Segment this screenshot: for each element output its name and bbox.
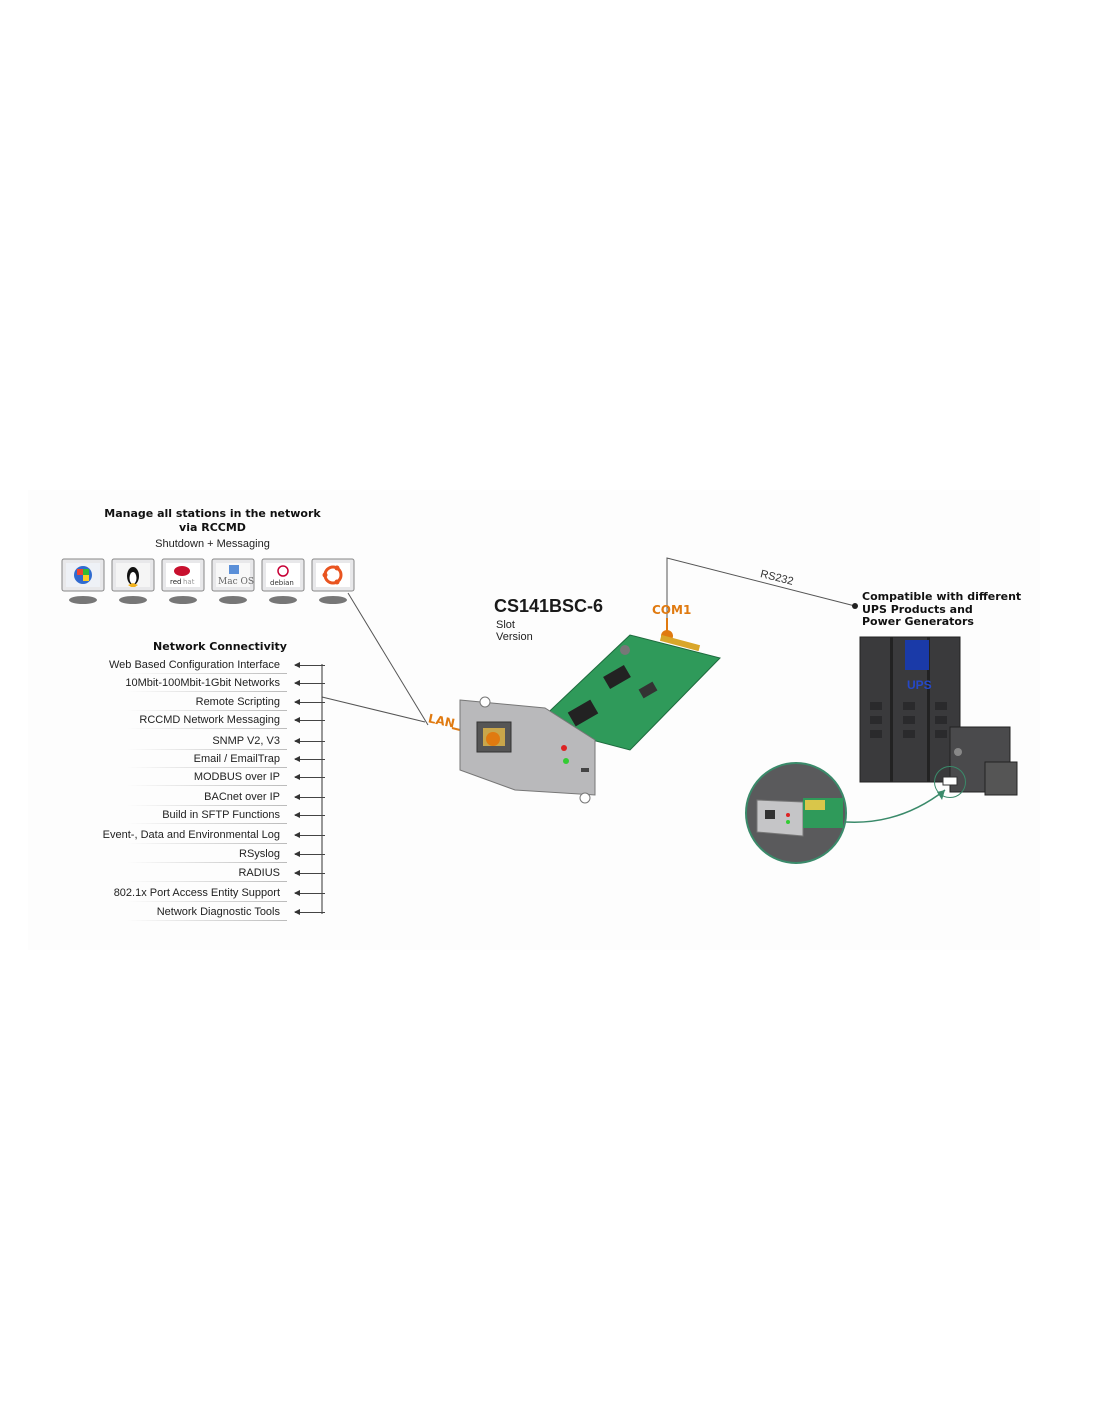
linux-tux-icon <box>111 558 155 604</box>
feature-arrow <box>294 680 325 686</box>
arrowhead-icon <box>294 890 300 896</box>
feature-arrow <box>294 717 325 723</box>
generator-unit <box>984 761 1018 796</box>
lan-port-dot <box>486 732 500 746</box>
feature-arrow <box>294 699 325 705</box>
debian-icon: debian <box>261 558 305 604</box>
svg-text:Mac OS: Mac OS <box>218 577 254 587</box>
feature-underline <box>127 749 287 750</box>
ups-graphic <box>859 636 1018 796</box>
feature-underline <box>127 901 287 902</box>
windows-icon <box>61 558 105 604</box>
rs232-line <box>666 557 856 632</box>
feature-arrow <box>294 738 325 744</box>
feature-list: Web Based Configuration Interface 10Mbit-… <box>90 656 325 926</box>
feature-item: RSyslog <box>239 848 280 860</box>
feature-arrow <box>294 774 325 780</box>
feature-item: Network Diagnostic Tools <box>156 906 280 918</box>
compatibility-text: Compatible with different UPS Products a… <box>862 590 1022 629</box>
feature-underline <box>127 862 287 863</box>
feature-item: Remote Scripting <box>195 696 280 708</box>
ups-display <box>905 640 929 670</box>
feature-underline <box>127 728 287 729</box>
feature-arrow <box>294 662 325 668</box>
manage-subtitle: Shutdown + Messaging <box>155 538 270 550</box>
zoom-origin-circle <box>934 766 966 798</box>
os-monitors-graphic: red hat Mac OS debian <box>61 558 355 604</box>
feature-item: Web Based Configuration Interface <box>108 659 280 671</box>
feature-underline <box>127 785 287 786</box>
feature-arrow <box>294 890 325 896</box>
feature-item: Event-, Data and Environmental Log <box>102 829 280 841</box>
arrowhead-icon <box>294 832 300 838</box>
arrowhead-icon <box>294 812 300 818</box>
feature-item: Build in SFTP Functions <box>162 809 280 821</box>
lan-to-stations-line <box>347 592 429 726</box>
arrowhead-icon <box>294 662 300 668</box>
com1-label: COM1 <box>652 603 692 617</box>
feature-arrow <box>294 909 325 915</box>
arrowhead-icon <box>294 699 300 705</box>
redhat-icon: red hat <box>161 558 205 604</box>
svg-text:debian: debian <box>270 579 294 587</box>
feature-underline <box>127 881 287 882</box>
feature-item: 802.1x Port Access Entity Support <box>113 887 280 899</box>
feature-arrow <box>294 812 325 818</box>
feature-underline <box>127 710 287 711</box>
arrowhead-icon <box>294 756 300 762</box>
feature-underline <box>127 673 287 674</box>
feature-item: Email / EmailTrap <box>193 753 280 765</box>
connectivity-title: Network Connectivity <box>153 640 287 653</box>
feature-arrow <box>294 794 325 800</box>
feature-underline <box>127 843 287 844</box>
os-monitor-row: red hat Mac OS debian <box>60 557 360 607</box>
arrowhead-icon <box>294 774 300 780</box>
ubuntu-icon <box>311 558 355 604</box>
arrowhead-icon <box>294 909 300 915</box>
arrowhead-icon <box>294 680 300 686</box>
zoom-connector-line <box>845 789 946 823</box>
rs232-endpoint <box>852 603 858 609</box>
arrowhead-icon <box>294 794 300 800</box>
feature-underline <box>127 805 287 806</box>
arrowhead-icon <box>294 870 300 876</box>
feature-item: BACnet over IP <box>204 791 280 803</box>
zoom-circle <box>745 762 847 864</box>
feature-arrow <box>294 870 325 876</box>
arrowhead-icon <box>294 851 300 857</box>
feature-arrow <box>294 832 325 838</box>
product-name: CS141BSC-6 <box>494 596 604 616</box>
arrowhead-icon <box>294 717 300 723</box>
manage-title-line1: Manage all stations in the network <box>104 507 321 520</box>
feature-underline <box>127 823 287 824</box>
feature-item: RCCMD Network Messaging <box>139 714 280 726</box>
manage-title-line2: via RCCMD <box>179 521 246 534</box>
feature-underline <box>127 691 287 692</box>
svg-text:hat: hat <box>183 578 195 586</box>
svg-text:red: red <box>170 578 181 586</box>
compat-line2: UPS Products and <box>862 602 973 616</box>
compat-line1: Compatible with different <box>862 590 1022 603</box>
feature-item: 10Mbit-100Mbit-1Gbit Networks <box>125 677 280 689</box>
lan-to-features-line <box>321 696 426 723</box>
feature-underline <box>127 920 287 921</box>
cs141-card-graphic <box>459 634 721 804</box>
feature-item: MODBUS over IP <box>193 771 280 783</box>
feature-arrow <box>294 851 325 857</box>
ups-label: UPS <box>907 678 932 692</box>
product-variant-line1: Slot <box>496 619 515 631</box>
manage-title: Manage all stations in the network via R… <box>100 507 325 535</box>
feature-arrow <box>294 756 325 762</box>
feature-item: RADIUS <box>238 867 280 879</box>
feature-item: SNMP V2, V3 <box>212 735 280 747</box>
product-variant-line2: Version <box>496 631 533 643</box>
arrowhead-icon <box>294 738 300 744</box>
compat-line3: Power Generators <box>862 615 974 628</box>
feature-underline <box>127 767 287 768</box>
macos-icon: Mac OS <box>211 558 255 604</box>
